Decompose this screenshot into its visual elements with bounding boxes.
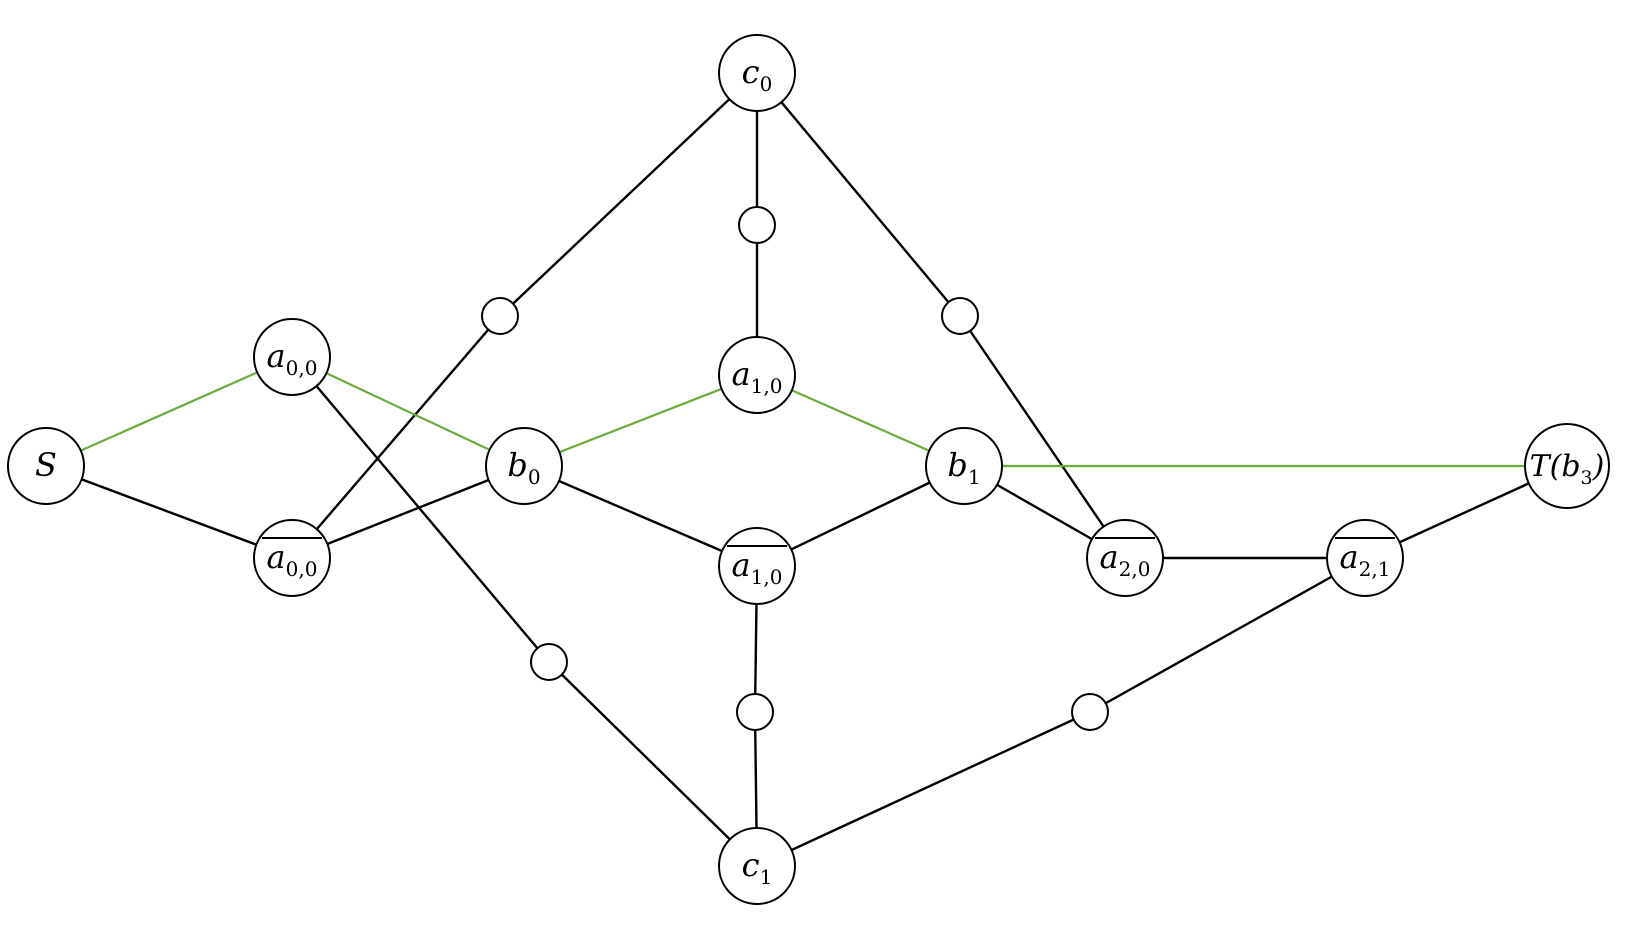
node-label: c1	[742, 846, 773, 889]
node-label: a2,1	[1340, 538, 1391, 581]
node-circle	[7, 427, 85, 505]
node-label-base: a	[267, 538, 286, 576]
node-circle	[253, 318, 331, 396]
node-m6	[1071, 693, 1109, 731]
node-label-subscript: 0,0	[286, 356, 318, 380]
node-circle	[736, 693, 774, 731]
node-a00n: a0,0	[253, 519, 331, 597]
node-a10: a1,0	[718, 336, 796, 414]
node-circle	[718, 34, 796, 112]
node-label-base: b	[947, 446, 967, 484]
node-label-base: c	[742, 846, 760, 884]
node-label: T(b3)	[1530, 449, 1605, 489]
edge-a00n-b0	[290, 464, 526, 560]
edge-m6-c1	[755, 710, 1092, 868]
node-label: a2,0	[1100, 538, 1151, 581]
edge-m4-c1	[547, 660, 759, 868]
node-label: a1,0	[732, 355, 783, 398]
node-label-subscript: 1,0	[751, 374, 783, 398]
node-circle	[718, 336, 796, 414]
node-label: a0,0	[267, 538, 318, 581]
node-a00: a0,0	[253, 318, 331, 396]
node-label-subscript: 1	[760, 865, 773, 889]
node-label-base: a	[1100, 538, 1119, 576]
node-m2	[738, 206, 776, 244]
node-label-base: a	[732, 546, 751, 584]
node-label-subscript: 1	[968, 465, 981, 489]
node-circle	[738, 206, 776, 244]
node-circle	[925, 427, 1003, 505]
node-label-subscript: 2,0	[1119, 557, 1151, 581]
edge-S-a00	[44, 355, 294, 468]
node-label-subscript: 2,1	[1359, 557, 1391, 581]
edge-c0-m3	[755, 71, 962, 318]
node-label-base: c	[742, 53, 760, 91]
node-circle	[941, 297, 979, 335]
edges-layer	[44, 71, 1569, 868]
node-label-base: a	[732, 355, 751, 393]
node-m5	[736, 693, 774, 731]
node-label: S	[35, 446, 57, 484]
node-b0: b0	[485, 427, 563, 505]
node-S: S	[7, 427, 85, 505]
node-m1	[481, 297, 519, 335]
node-circle	[1071, 693, 1109, 731]
edge-S-a00n	[44, 464, 294, 560]
node-c1: c1	[718, 827, 796, 905]
edge-m3-a20n	[958, 314, 1127, 560]
node-circle	[485, 427, 563, 505]
node-circle	[530, 643, 568, 681]
node-label-base: a	[267, 337, 286, 375]
node-label-subscript: 0	[528, 465, 541, 489]
node-label-base: T(b	[1530, 449, 1581, 484]
node-label-subscript: 1,0	[751, 565, 783, 589]
edge-a00-b0	[290, 355, 526, 468]
node-label: b1	[947, 446, 980, 489]
edge-b0-a10n	[522, 464, 759, 568]
node-label: c0	[742, 53, 773, 96]
node-label-subscript: 3	[1581, 467, 1593, 489]
node-label-suffix: )	[1592, 449, 1605, 484]
node-a10n: a1,0	[718, 527, 796, 605]
node-circle	[718, 827, 796, 905]
node-m4	[530, 643, 568, 681]
node-T: T(b3)	[1524, 423, 1610, 509]
node-c0: c0	[718, 34, 796, 112]
node-circle	[481, 297, 519, 335]
edge-c0-m1	[498, 71, 759, 318]
edge-a21n-m6	[1088, 556, 1367, 714]
edge-a00-m4	[290, 355, 551, 664]
node-label: b0	[507, 446, 540, 489]
node-label-base: b	[507, 446, 527, 484]
node-label: a1,0	[732, 546, 783, 589]
node-label: a0,0	[267, 337, 318, 380]
edge-b0-a10	[522, 373, 759, 468]
node-b1: b1	[925, 427, 1003, 505]
node-label-subscript: 0	[760, 72, 773, 96]
node-m3	[941, 297, 979, 335]
node-label-subscript: 0,0	[286, 557, 318, 581]
edge-m1-a00n	[290, 314, 502, 560]
node-label-base: S	[35, 446, 57, 484]
node-a20n: a2,0	[1086, 519, 1164, 597]
node-label-base: a	[1340, 538, 1359, 576]
node-a21n: a2,1	[1326, 519, 1404, 597]
node-circle	[1524, 423, 1610, 509]
